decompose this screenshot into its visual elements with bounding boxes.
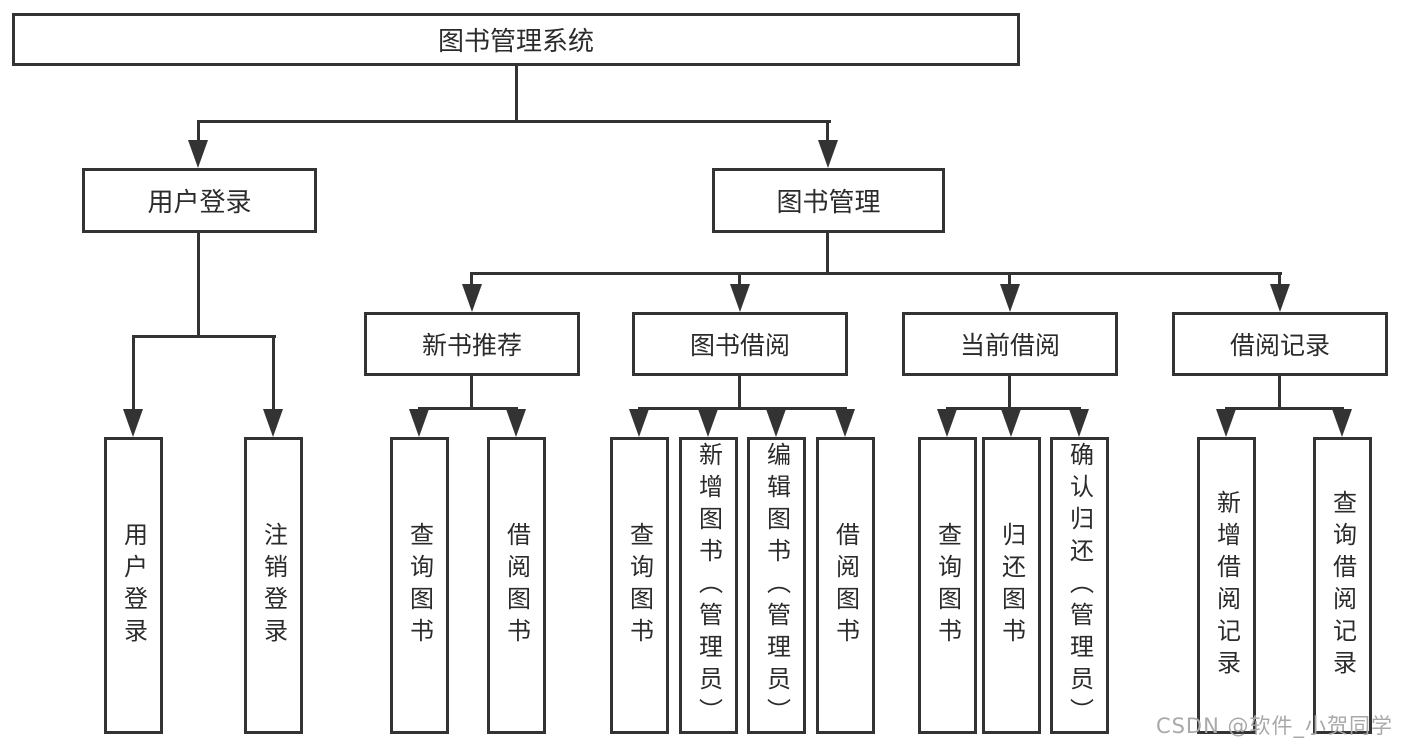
leaf-borrow-books-borrowing: 借阅图书 <box>816 437 875 734</box>
leaf-query-borrow-record: 查询借阅记录 <box>1313 437 1372 734</box>
edge-leaf-login-stem <box>132 335 135 411</box>
node-label: 编辑图书（管理员） <box>762 441 791 730</box>
node-label: 查询图书 <box>625 521 654 650</box>
node-book-management: 图书管理 <box>712 168 945 233</box>
node-user-login: 用户登录 <box>82 168 317 233</box>
edge-leaf-logout-stem <box>272 335 275 411</box>
leaf-edit-book-admin: 编辑图书（管理员） <box>747 437 806 734</box>
node-label: 用户登录 <box>147 188 252 218</box>
edge-level2-hline <box>470 272 1282 275</box>
arrow-borrowing-borrow <box>835 409 855 437</box>
node-label: 确认归还（管理员） <box>1065 441 1094 730</box>
node-current-borrowing: 当前借阅 <box>902 312 1118 376</box>
node-label: 新增图书（管理员） <box>694 441 723 730</box>
edge-user-login-stem <box>197 120 200 142</box>
arrow-current-return <box>1001 409 1021 437</box>
arrow-borrowing-add <box>698 409 718 437</box>
edge-book-mgmt-stem <box>826 120 829 142</box>
leaf-confirm-return-admin: 确认归还（管理员） <box>1050 437 1109 734</box>
arrow-to-current <box>1000 284 1020 312</box>
node-label: 图书管理 <box>776 188 881 218</box>
node-label: 新增借阅记录 <box>1212 489 1241 682</box>
edge-recommend-stem <box>470 272 473 286</box>
arrow-to-records <box>1270 284 1290 312</box>
edge-book-mgmt-down <box>826 233 829 272</box>
edge-borrowing-down <box>738 376 741 407</box>
edge-current-split <box>946 407 1081 410</box>
leaf-return-book: 归还图书 <box>982 437 1041 734</box>
arrow-to-leaf-login <box>123 409 143 437</box>
leaf-query-books-current: 查询图书 <box>918 437 977 734</box>
edge-user-login-down <box>197 233 200 335</box>
node-label: 查询图书 <box>933 521 962 650</box>
arrow-to-leaf-logout <box>263 409 283 437</box>
edge-records-split <box>1225 407 1344 410</box>
edge-user-login-split <box>132 335 276 338</box>
edge-recommend-down <box>470 376 473 407</box>
node-label: 当前借阅 <box>959 331 1060 360</box>
arrow-to-book-mgmt <box>818 140 838 168</box>
node-root-system: 图书管理系统 <box>12 13 1020 66</box>
arrow-to-borrowing <box>730 284 750 312</box>
edge-root-stem <box>515 66 518 120</box>
arrow-records-add <box>1216 409 1236 437</box>
arrow-recommend-query <box>409 409 429 437</box>
leaf-query-books-recommend: 查询图书 <box>390 437 449 734</box>
arrow-borrowing-query <box>629 409 649 437</box>
edge-records-stem <box>1278 272 1281 286</box>
arrow-to-user-login <box>188 140 208 168</box>
edge-current-down <box>1008 376 1011 407</box>
node-label: 借阅图书 <box>502 521 531 650</box>
leaf-add-borrow-record: 新增借阅记录 <box>1197 437 1256 734</box>
edge-records-down <box>1278 376 1281 407</box>
node-label: 用户登录 <box>119 521 148 650</box>
leaf-logout: 注销登录 <box>244 437 303 734</box>
node-label: 借阅记录 <box>1229 331 1330 360</box>
arrow-recommend-borrow <box>506 409 526 437</box>
leaf-user-login: 用户登录 <box>104 437 163 734</box>
arrow-borrowing-edit <box>766 409 786 437</box>
edge-current-stem <box>1008 272 1011 286</box>
leaf-add-book-admin: 新增图书（管理员） <box>679 437 738 734</box>
leaf-borrow-books-recommend: 借阅图书 <box>487 437 546 734</box>
node-label: 查询图书 <box>405 521 434 650</box>
edge-borrowing-stem <box>738 272 741 286</box>
edge-recommend-split <box>418 407 518 410</box>
node-label: 注销登录 <box>259 521 288 650</box>
node-label: 图书借阅 <box>689 331 790 360</box>
watermark-text: CSDN @软件_小贺同学 <box>1155 714 1393 738</box>
node-borrowing-records: 借阅记录 <box>1172 312 1388 376</box>
node-label: 查询借阅记录 <box>1328 489 1357 682</box>
arrow-current-query <box>937 409 957 437</box>
node-label: 新书推荐 <box>421 331 522 360</box>
arrow-records-query <box>1332 409 1352 437</box>
edge-level1-hline <box>197 120 831 123</box>
node-book-borrowing: 图书借阅 <box>632 312 848 376</box>
node-label: 图书管理系统 <box>437 27 594 57</box>
arrow-to-recommend <box>462 284 482 312</box>
node-new-book-recommend: 新书推荐 <box>364 312 580 376</box>
arrow-current-confirm <box>1069 409 1089 437</box>
node-label: 归还图书 <box>997 521 1026 650</box>
leaf-query-books-borrowing: 查询图书 <box>610 437 669 734</box>
node-label: 借阅图书 <box>831 521 860 650</box>
edge-borrowing-split <box>638 407 847 410</box>
